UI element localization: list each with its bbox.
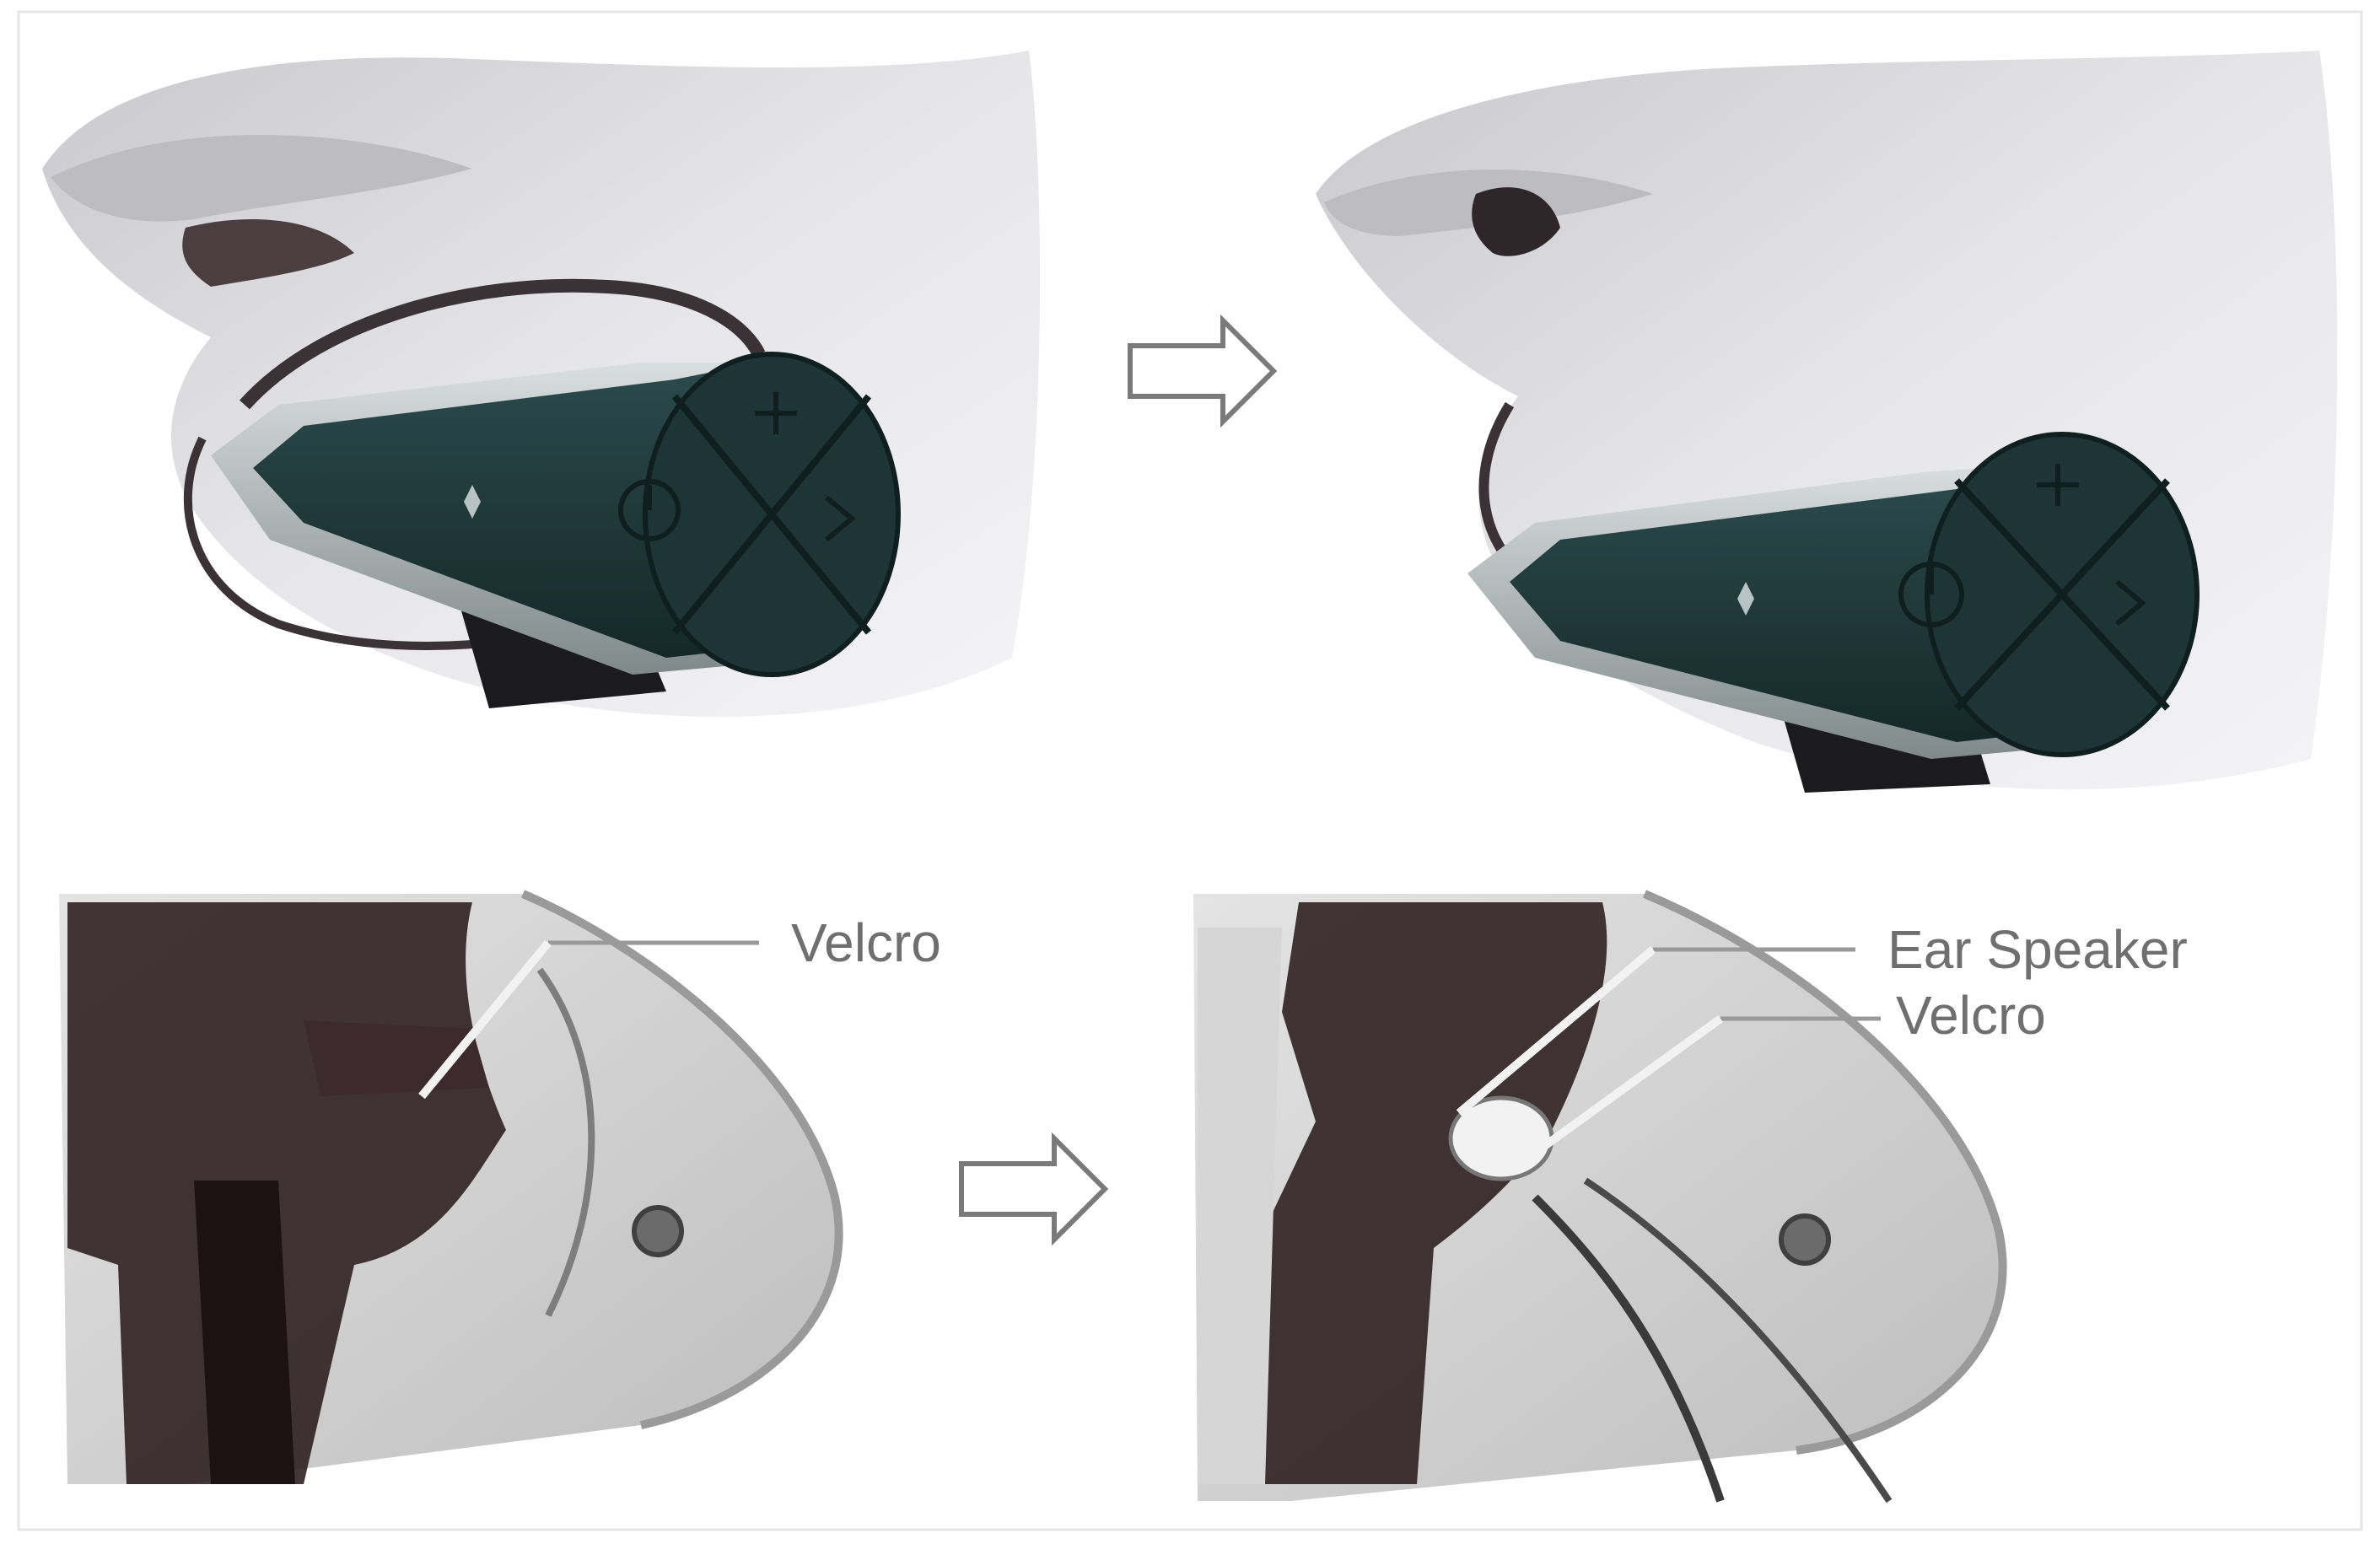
padding-dark-strap <box>194 1181 295 1484</box>
screw-icon <box>634 1208 681 1255</box>
bottom-right-padding-view <box>1193 894 2003 1501</box>
top-right-helmet-view <box>1316 51 2337 793</box>
top-left-helmet-view <box>42 51 1040 717</box>
bottom-left-padding-view <box>59 894 839 1484</box>
screw-icon <box>1781 1216 1828 1263</box>
right-arrow-icon <box>1130 320 1273 422</box>
intercom-device <box>211 354 898 675</box>
right-arrow-icon <box>961 1138 1105 1240</box>
velcro-patch <box>304 1020 489 1096</box>
velcro-label: Velcro <box>1896 985 2046 1046</box>
velcro-label: Velcro <box>791 912 941 973</box>
ear-speaker-label: Ear Speaker <box>1887 919 2188 980</box>
